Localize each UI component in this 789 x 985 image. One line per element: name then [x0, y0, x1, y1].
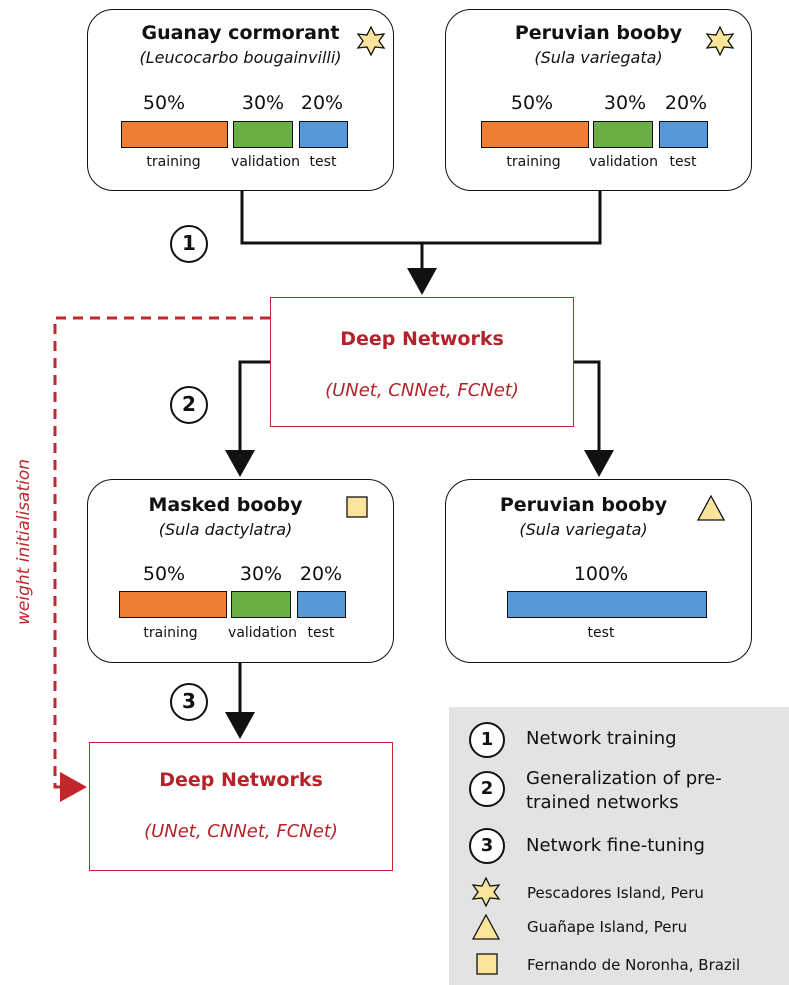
square-icon [346, 496, 368, 518]
legend-step-3-text: Network fine-tuning [526, 835, 705, 856]
weight-init-arrow [53, 316, 270, 802]
dataset-species: (Sula dactylatra) [158, 520, 293, 539]
legend-step-1-text: Network training [526, 728, 677, 749]
star-icon [356, 26, 386, 56]
deep-networks-bottom: Deep Networks (UNet, CNNet, FCNet) [89, 742, 393, 871]
star-icon [705, 26, 735, 56]
connector-guanay [240, 190, 602, 245]
validation-label: validation [228, 625, 297, 641]
arrow-to-peruvian-test [573, 360, 614, 477]
dataset-title: Guanay cormorant [141, 22, 340, 44]
weight-initialisation-label: weight initialisation [14, 458, 34, 625]
test-percent: 20% [664, 92, 708, 114]
training-percent: 50% [142, 92, 186, 114]
validation-percent: 30% [239, 563, 283, 585]
training-label: training [143, 625, 198, 641]
legend-step-1-marker: 1 [469, 722, 505, 758]
step-1-marker: 1 [170, 225, 208, 263]
training-bar [481, 121, 589, 148]
validation-bar [593, 121, 653, 148]
dataset-species: (Leucocarbo bougainvilli) [139, 48, 342, 67]
step-2-marker: 2 [170, 386, 208, 424]
dataset-guanay-cormorant: Guanay cormorant (Leucocarbo bougainvill… [87, 9, 394, 191]
validation-label: validation [231, 154, 300, 170]
test-label: test [309, 154, 337, 170]
test-bar [299, 121, 348, 148]
test-label: test [307, 625, 335, 641]
dataset-masked-booby: Masked booby (Sula dactylatra) 50% 30% 2… [87, 479, 394, 663]
test-label: test [587, 625, 615, 641]
deep-networks-top: Deep Networks (UNet, CNNet, FCNet) [270, 297, 574, 427]
validation-label: validation [589, 154, 658, 170]
training-label: training [506, 154, 561, 170]
network-title: Deep Networks [340, 328, 504, 350]
dataset-peruvian-booby-test: Peruvian booby (Sula variegata) 100% tes… [445, 479, 752, 663]
network-subtitle: (UNet, CNNet, FCNet) [144, 821, 338, 842]
step-3-marker: 3 [170, 683, 208, 721]
validation-bar [231, 591, 291, 618]
triangle-icon [471, 913, 501, 940]
training-percent: 50% [142, 563, 186, 585]
square-icon [476, 953, 498, 975]
triangle-icon [696, 494, 726, 521]
dataset-title: Masked booby [148, 494, 303, 516]
test-bar [297, 591, 346, 618]
training-percent: 50% [510, 92, 554, 114]
legend: 1 Network training 2 Generalization of p… [449, 707, 789, 985]
test-bar [507, 591, 707, 618]
legend-marker-noronha: Fernando de Noronha, Brazil [527, 956, 741, 974]
legend-step-2-marker: 2 [469, 771, 505, 807]
test-percent: 100% [573, 563, 629, 585]
test-label: test [669, 154, 697, 170]
validation-percent: 30% [241, 92, 285, 114]
star-icon [471, 877, 501, 907]
dataset-species: (Sula variegata) [534, 48, 663, 67]
legend-marker-pescadores: Pescadores Island, Peru [527, 884, 704, 902]
training-bar [119, 591, 227, 618]
dataset-species: (Sula variegata) [519, 520, 648, 539]
validation-percent: 30% [603, 92, 647, 114]
legend-step-3-marker: 3 [469, 828, 505, 864]
legend-step-2-text: Generalization of pre-trained networks [526, 768, 722, 813]
validation-bar [233, 121, 293, 148]
test-percent: 20% [299, 563, 343, 585]
training-bar [121, 121, 228, 148]
dataset-title: Peruvian booby [499, 494, 668, 516]
arrow-to-masked [225, 360, 270, 477]
training-label: training [146, 154, 201, 170]
dataset-title: Peruvian booby [514, 22, 683, 44]
network-subtitle: (UNet, CNNet, FCNet) [325, 380, 519, 401]
test-bar [659, 121, 708, 148]
test-percent: 20% [300, 92, 344, 114]
dataset-peruvian-booby-train: Peruvian booby (Sula variegata) 50% 30% … [445, 9, 752, 191]
legend-marker-guanape: Guañape Island, Peru [527, 918, 688, 936]
network-title: Deep Networks [159, 769, 323, 791]
